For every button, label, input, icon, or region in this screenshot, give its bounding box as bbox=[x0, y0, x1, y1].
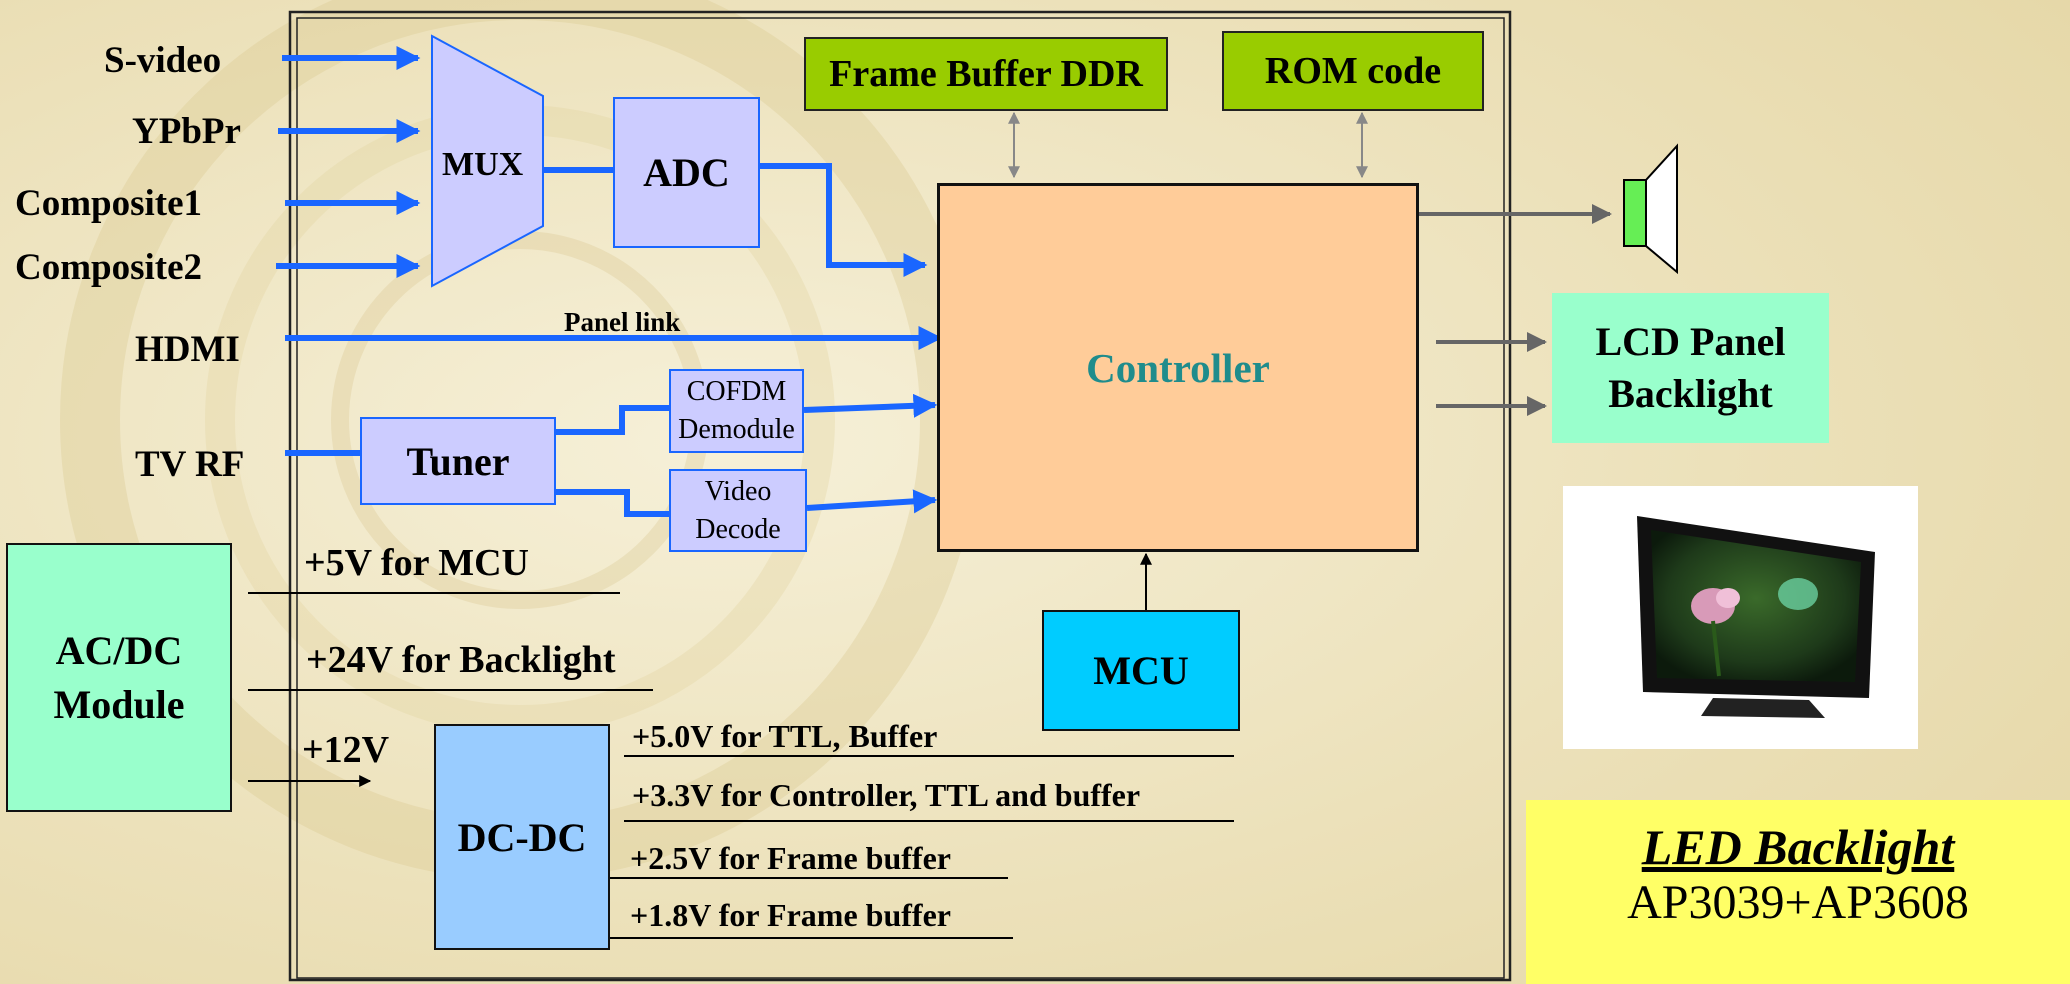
adc-block: ADC bbox=[613, 97, 760, 248]
mux-block bbox=[431, 34, 544, 288]
cofdm-block: COFDM Demodule bbox=[669, 369, 804, 453]
power-12v-label: +12V bbox=[302, 729, 390, 771]
cofdm-label-line2: Demodule bbox=[678, 414, 795, 445]
adc-label: ADC bbox=[643, 150, 730, 195]
input-signal-lines bbox=[276, 46, 943, 456]
controller-block: Controller bbox=[937, 183, 1419, 552]
lcd-panel-label-line2: Backlight bbox=[1608, 371, 1773, 416]
video-decode-block: Video Decode bbox=[669, 469, 807, 552]
video-decode-label-line2: Decode bbox=[695, 513, 781, 545]
tuner-block: Tuner bbox=[360, 417, 556, 505]
board-frame bbox=[288, 10, 1512, 982]
power-24v-label: +24V for Backlight bbox=[306, 639, 616, 681]
rom-code-label: ROM code bbox=[1264, 50, 1442, 92]
power-2v5-label: +2.5V for Frame buffer bbox=[630, 840, 951, 876]
tv-icon bbox=[1637, 516, 1875, 718]
mcu-label: MCU bbox=[1093, 648, 1189, 693]
acdc-block: AC/DC Module bbox=[6, 543, 232, 812]
input-tvrf-label: TV RF bbox=[135, 444, 245, 485]
rom-code-block: ROM code bbox=[1222, 31, 1484, 111]
cofdm-label-line1: COFDM bbox=[686, 376, 787, 408]
panel-link-label: Panel link bbox=[564, 307, 681, 337]
speaker-icon bbox=[1623, 143, 1678, 275]
acdc-label-line2: Module bbox=[53, 681, 185, 727]
power-rails bbox=[248, 592, 1234, 939]
video-decode-label-line1: Video bbox=[704, 475, 772, 507]
input-svideo-label: S-video bbox=[104, 40, 222, 81]
mux-label: MUX bbox=[442, 146, 524, 183]
tuner-label: Tuner bbox=[406, 438, 510, 484]
frame-buffer-label: Frame Buffer DDR bbox=[829, 53, 1143, 95]
lcd-tv-image bbox=[1563, 486, 1918, 749]
input-composite1-label: Composite1 bbox=[15, 183, 203, 224]
input-composite2-label: Composite2 bbox=[15, 247, 203, 288]
power-5v0-label: +5.0V for TTL, Buffer bbox=[632, 718, 938, 754]
dcdc-block: DC-DC bbox=[434, 724, 610, 950]
input-hdmi-label: HDMI bbox=[135, 329, 240, 370]
lcd-panel-block: LCD Panel Backlight bbox=[1552, 293, 1829, 443]
power-1v8-label: +1.8V for Frame buffer bbox=[630, 897, 951, 933]
input-ypbpr-label: YPbPr bbox=[132, 111, 241, 152]
lcd-panel-label-line1: LCD Panel bbox=[1595, 319, 1786, 364]
power-5v-mcu-label: +5V for MCU bbox=[304, 542, 529, 584]
power-3v3-label: +3.3V for Controller, TTL and buffer bbox=[632, 777, 1141, 813]
led-backlight-note: LED Backlight AP3039+AP3608 bbox=[1526, 800, 2070, 984]
acdc-label-line1: AC/DC bbox=[55, 627, 183, 673]
frame-buffer-block: Frame Buffer DDR bbox=[804, 37, 1168, 111]
controller-label: Controller bbox=[1086, 344, 1270, 391]
led-backlight-title: LED Backlight bbox=[1641, 819, 1955, 875]
mcu-block: MCU bbox=[1042, 610, 1240, 731]
led-backlight-parts: AP3039+AP3608 bbox=[1627, 876, 1969, 929]
dcdc-label: DC-DC bbox=[457, 814, 587, 860]
